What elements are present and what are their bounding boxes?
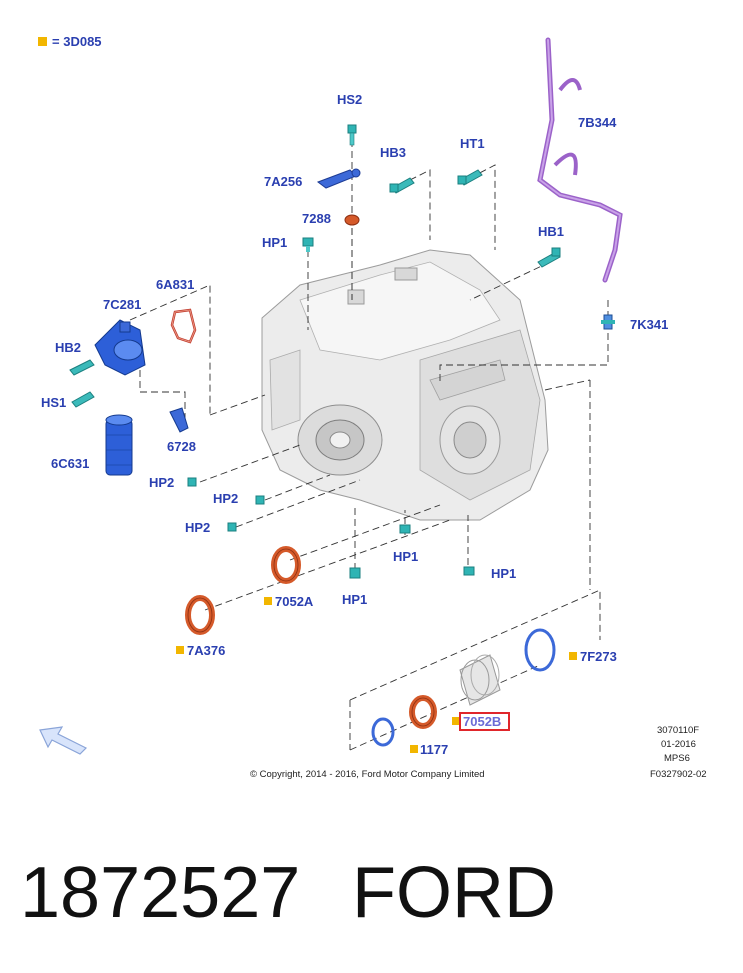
seal-7288-icon	[344, 214, 360, 226]
legend-text: = 3D085	[52, 34, 102, 49]
label-7052a[interactable]: 7052A	[275, 594, 314, 609]
plug-hp2-b-icon	[255, 495, 265, 505]
housing-7c281-icon	[94, 319, 146, 376]
filter-6c631-icon	[105, 414, 133, 476]
plug-hp2-a-icon	[187, 477, 197, 487]
bushing-icon	[459, 654, 501, 706]
bolt-hb3-icon	[389, 177, 415, 194]
copyright: © Copyright, 2014 - 2016, Ford Motor Com…	[250, 769, 485, 780]
info-line-3: MPS6	[664, 753, 690, 764]
plug-hp1-right-icon	[463, 566, 475, 576]
bracket-6728-icon	[169, 407, 189, 433]
plug-hp1-bottom-icon	[349, 567, 361, 579]
footer-brand: FORD	[352, 853, 556, 933]
highlight-box-7052b	[459, 712, 510, 731]
label-hp2-c[interactable]: HP2	[185, 520, 210, 535]
marker-7f273	[569, 652, 577, 660]
label-7f273[interactable]: 7F273	[580, 649, 617, 664]
bolt-hs1-icon	[71, 391, 95, 408]
label-7288[interactable]: 7288	[302, 211, 331, 226]
label-hp1-top[interactable]: HP1	[262, 235, 287, 250]
transmission-housing	[261, 249, 549, 521]
label-6728[interactable]: 6728	[167, 439, 196, 454]
lever-7a256-icon	[316, 168, 361, 189]
label-hs1[interactable]: HS1	[41, 395, 66, 410]
bolt-ht1-icon	[457, 169, 483, 186]
sensor-7k341-icon	[601, 314, 615, 330]
marker-7a376	[176, 646, 184, 654]
marker-7052a	[264, 597, 272, 605]
info-line-1: 3070110F	[657, 725, 699, 736]
plug-hp1-mid-icon	[399, 524, 411, 534]
plug-hp1-top-icon	[302, 237, 314, 252]
bolt-hs2-top-icon	[347, 124, 357, 146]
footer-part-number: 1872527	[20, 853, 300, 933]
label-hp2-a[interactable]: HP2	[149, 475, 174, 490]
label-hp1-mid[interactable]: HP1	[393, 549, 418, 564]
ring-7f273-icon	[524, 628, 556, 672]
label-hb1[interactable]: HB1	[538, 224, 564, 239]
label-7k341[interactable]: 7K341	[630, 317, 668, 332]
label-hp1-bottom[interactable]: HP1	[342, 592, 367, 607]
bolt-hb2-icon	[69, 359, 95, 376]
label-1177[interactable]: 1177	[420, 742, 448, 757]
gasket-6a831-icon	[170, 308, 197, 344]
label-hs2-top[interactable]: HS2	[337, 92, 362, 107]
marker-7052b	[452, 717, 460, 725]
label-7a256[interactable]: 7A256	[264, 174, 302, 189]
tube-7b344-icon	[537, 37, 623, 283]
info-line-2: 01-2016	[661, 739, 696, 750]
label-7b344[interactable]: 7B344	[578, 115, 617, 130]
bolt-hb1-icon	[537, 247, 561, 268]
info-line-4: F0327902-02	[650, 769, 707, 780]
label-7052b[interactable]: 7052B	[463, 714, 501, 729]
ring-1177-icon	[371, 717, 395, 747]
label-hb3[interactable]: HB3	[380, 145, 406, 160]
label-6c631[interactable]: 6C631	[51, 456, 89, 471]
plug-hp2-c-icon	[227, 522, 237, 532]
label-ht1[interactable]: HT1	[460, 136, 485, 151]
label-6a831[interactable]: 6A831	[156, 277, 194, 292]
label-7c281[interactable]: 7C281	[103, 297, 141, 312]
marker-1177	[410, 745, 418, 753]
label-hp2-b[interactable]: HP2	[213, 491, 238, 506]
seal-7052b-icon	[409, 695, 437, 729]
label-7a376[interactable]: 7A376	[187, 643, 225, 658]
leader-lines	[129, 140, 609, 751]
label-hb2[interactable]: HB2	[55, 340, 81, 355]
seal-7a376-icon	[185, 595, 215, 635]
seal-7052a-icon	[271, 546, 301, 584]
label-hp1-right[interactable]: HP1	[491, 566, 516, 581]
legend-marker	[38, 37, 47, 46]
orientation-arrow-icon	[39, 726, 88, 755]
